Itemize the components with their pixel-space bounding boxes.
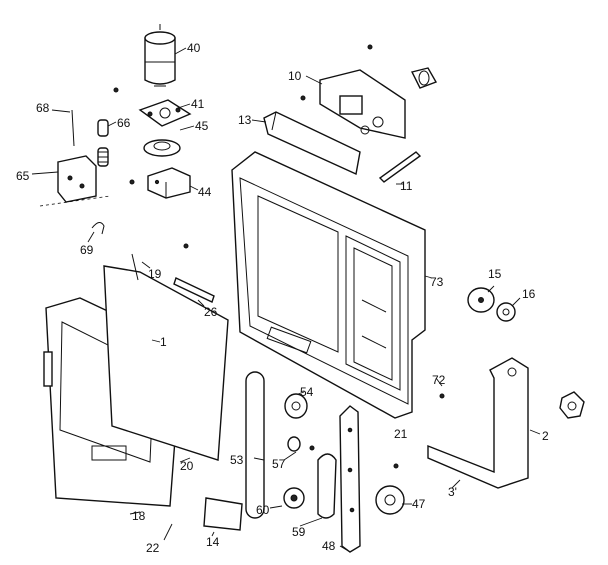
knob-screw	[559, 391, 585, 419]
callout-57: 57	[272, 457, 286, 471]
roller-57	[287, 436, 301, 452]
callout-53: 53	[230, 453, 244, 467]
motor-40	[144, 24, 176, 87]
callout-69: 69	[80, 243, 94, 257]
belt-59	[317, 453, 337, 519]
callout-16: 16	[522, 287, 536, 301]
pin-68	[71, 109, 75, 147]
callout-66: 66	[117, 116, 131, 130]
disc-15	[467, 287, 495, 313]
screws	[113, 44, 445, 469]
callout-1: 1	[160, 335, 167, 349]
callout-45: 45	[195, 119, 209, 133]
spring-66	[97, 119, 109, 167]
clip-19	[131, 253, 139, 281]
plate-14	[203, 497, 243, 531]
callout-65: 65	[16, 169, 30, 183]
callout-21: 21	[394, 427, 408, 441]
callout-40: 40	[187, 41, 201, 55]
leader-lines	[31, 47, 541, 553]
callout-72: 72	[432, 373, 446, 387]
callout-13: 13	[238, 113, 252, 127]
callout-18: 18	[132, 509, 146, 523]
switch-plate-10	[319, 69, 406, 139]
bar-48	[339, 405, 361, 553]
callout-3: 3'	[448, 485, 457, 499]
callout-60: 60	[256, 503, 270, 517]
belt-53	[245, 371, 265, 519]
motor-47	[375, 485, 405, 515]
pulley-54	[284, 393, 308, 419]
callout-26: 26	[204, 305, 218, 319]
callout-14: 14	[206, 535, 220, 549]
callout-44: 44	[198, 185, 212, 199]
callout-47: 47	[412, 497, 426, 511]
callout-48: 48	[322, 539, 336, 553]
callout-19: 19	[148, 267, 162, 281]
callout-10: 10	[288, 69, 302, 83]
callout-73: 73	[430, 275, 444, 289]
callout-11: 11	[400, 179, 413, 193]
pen-11	[378, 151, 422, 183]
rail-13	[263, 111, 361, 176]
callout-54: 54	[300, 385, 314, 399]
motor-plate-41	[138, 99, 192, 127]
knob	[410, 67, 438, 89]
callout-15: 15	[488, 267, 502, 281]
callouts: 40 41 45 44 66 68 65 69 10 13 11 73 15 1…	[16, 41, 549, 555]
callout-41: 41	[191, 97, 205, 111]
strip-26	[173, 277, 215, 303]
bracket-65	[39, 155, 111, 207]
callout-22: 22	[146, 541, 160, 555]
bracket-44	[147, 167, 191, 199]
spring-69	[91, 222, 105, 235]
callout-59: 59	[292, 525, 306, 539]
stand-2	[427, 357, 529, 489]
gear-60	[283, 487, 305, 509]
callout-20: 20	[180, 459, 194, 473]
glass-1	[103, 265, 229, 461]
disc-16	[496, 302, 516, 322]
callout-68: 68	[36, 101, 50, 115]
callout-2: 2	[542, 429, 549, 443]
main-frame-73	[231, 151, 426, 419]
gear-45	[143, 139, 181, 157]
